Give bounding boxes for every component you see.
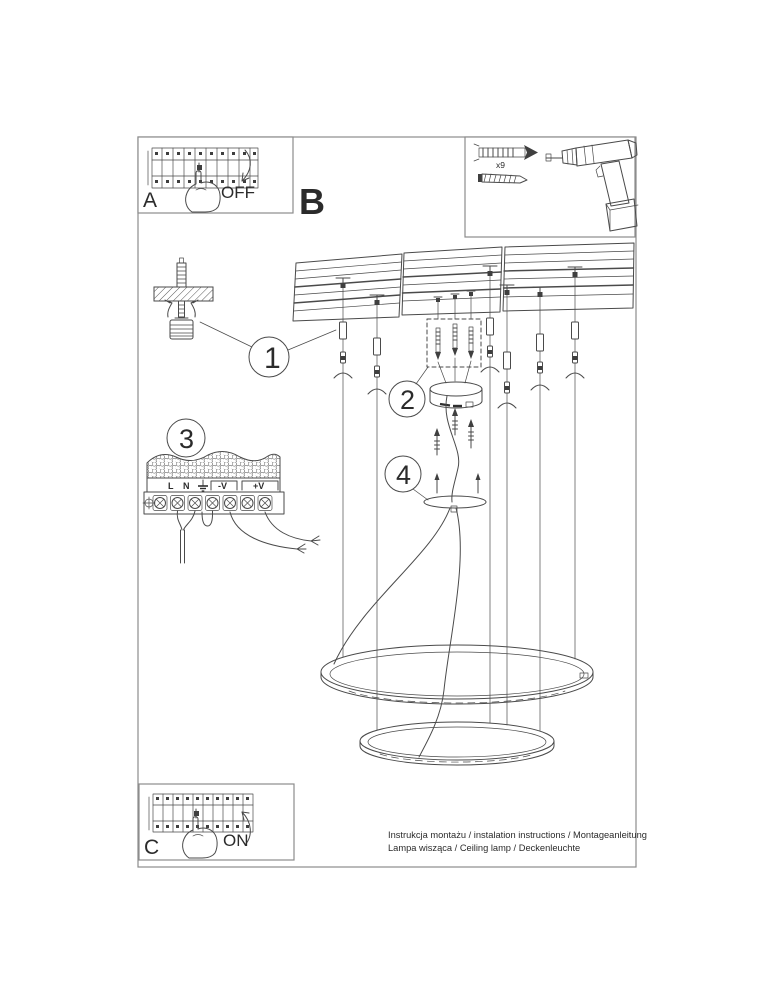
wire-3	[480, 275, 500, 724]
suspension-wires	[333, 275, 585, 732]
terminal-label-positive: +V	[253, 481, 264, 491]
wire-4	[497, 294, 517, 726]
callout-1: 1	[199, 321, 337, 378]
canopy-screws-up	[434, 408, 481, 494]
callout-2-number: 2	[400, 385, 415, 415]
terminal-label-negative: -V	[218, 481, 227, 491]
ring-large	[320, 644, 594, 705]
callout-3-number: 3	[179, 424, 194, 454]
earth-icon	[198, 479, 208, 492]
step-a-letter: A	[143, 189, 157, 212]
footer: Instrukcja montażu / instalation instruc…	[388, 830, 647, 853]
screw-icon	[478, 173, 528, 184]
footer-line1: Instrukcja montażu / instalation instruc…	[388, 830, 647, 840]
terminal-wires	[176, 510, 321, 564]
terminal-block: L N -V +V	[142, 451, 321, 564]
breaker-panel-icon	[147, 147, 259, 189]
callout-1-number: 1	[264, 342, 281, 375]
step-c-letter: C	[144, 836, 159, 859]
mounting-hole-icon	[142, 496, 156, 510]
terminal-screws	[152, 495, 273, 511]
callout-4-number: 4	[396, 460, 411, 490]
wire-2	[367, 304, 387, 731]
power-cable-upper	[445, 395, 460, 503]
callout-2: 2	[388, 366, 429, 418]
breaker-panel-icon	[148, 793, 254, 833]
terminal-label-neutral: N	[183, 481, 190, 491]
ring-small	[359, 721, 555, 766]
pressing-hand-icon	[185, 170, 221, 213]
step-box-a: A OFF	[137, 136, 294, 214]
arrow-down-icon	[241, 149, 251, 182]
plug-quantity: x9	[496, 160, 505, 170]
wire-6	[565, 276, 585, 660]
wire-5	[530, 296, 550, 732]
ring-connector-disc	[423, 495, 487, 513]
step-c-action: ON	[223, 831, 249, 850]
footer-line2: Lampa wisząca / Ceiling lamp / Deckenleu…	[388, 843, 580, 853]
step-a-action: OFF	[221, 183, 255, 202]
mounting-screws	[435, 323, 474, 360]
canopy	[429, 381, 483, 409]
drill-icon	[545, 139, 639, 232]
wall-plug-icon	[473, 143, 538, 162]
arrow-up-icon	[241, 811, 251, 846]
wire-1	[333, 287, 353, 658]
step-b-letter: B	[299, 181, 325, 222]
ceiling-hooks	[335, 265, 583, 320]
callout-3: 3	[166, 418, 206, 458]
canopy-assembly	[423, 318, 487, 513]
power-cable-lower	[333, 507, 461, 758]
page-border	[137, 136, 637, 868]
tools-box: x9	[464, 136, 639, 238]
pressing-hand-icon	[182, 816, 218, 859]
ceiling-panels	[292, 242, 635, 322]
anchor-detail	[153, 257, 214, 340]
terminal-label-live: L	[168, 481, 174, 491]
step-box-c: C ON	[138, 783, 295, 861]
callout-4: 4	[384, 455, 429, 501]
